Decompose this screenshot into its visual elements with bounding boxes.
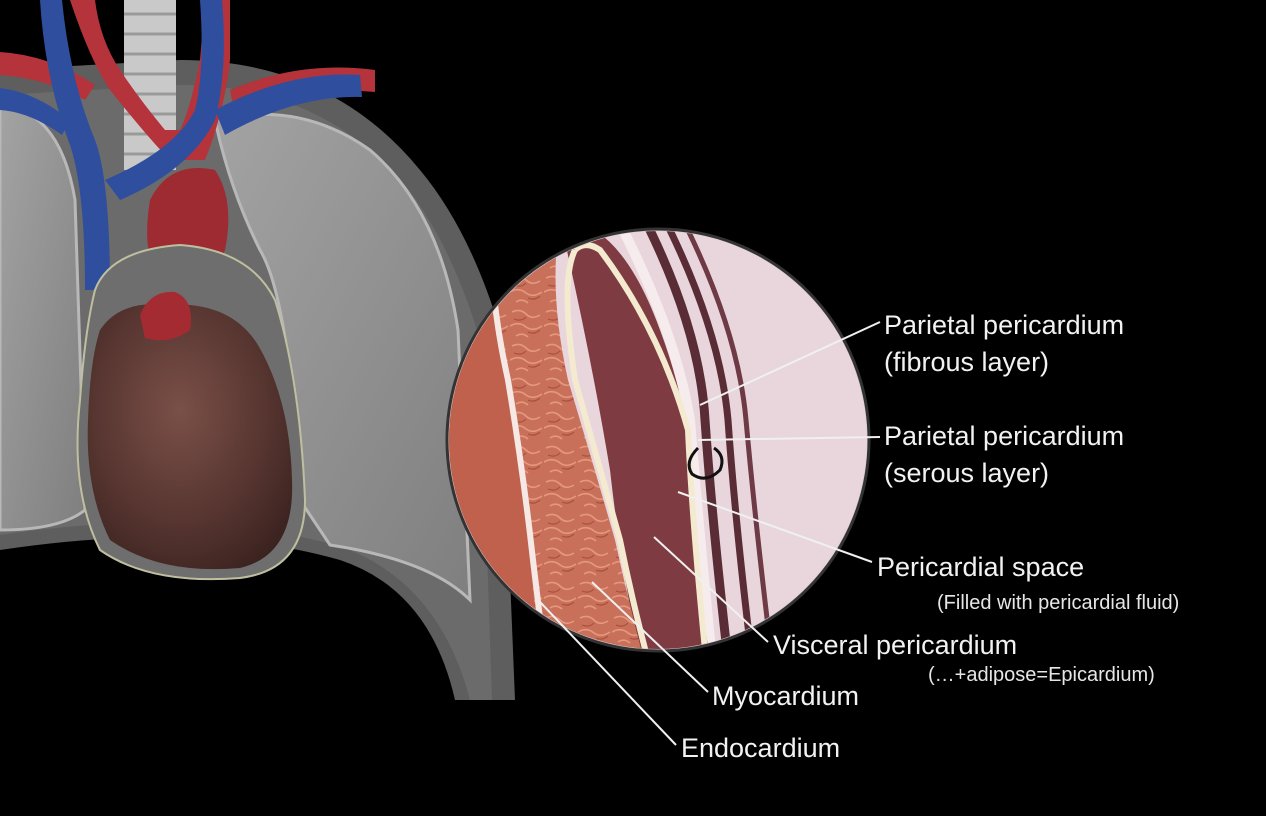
thorax-illustration — [0, 0, 515, 700]
label-parietal-fibrous-line1: Parietal pericardium — [884, 307, 1124, 344]
label-visceral-pericardium: Visceral pericardium — [773, 627, 1017, 664]
label-myocardium: Myocardium — [712, 678, 859, 715]
label-pericardial-space: Pericardial space — [877, 549, 1084, 586]
label-parietal-fibrous-line2: (fibrous layer) — [884, 344, 1049, 381]
label-parietal-serous-line2: (serous layer) — [884, 455, 1049, 492]
label-parietal-serous-line1: Parietal pericardium — [884, 418, 1124, 455]
label-pericardial-space-note: (Filled with pericardial fluid) — [937, 591, 1179, 615]
label-endocardium: Endocardium — [681, 730, 840, 767]
label-visceral-pericardium-note: (…+adipose=Epicardium) — [928, 663, 1155, 687]
